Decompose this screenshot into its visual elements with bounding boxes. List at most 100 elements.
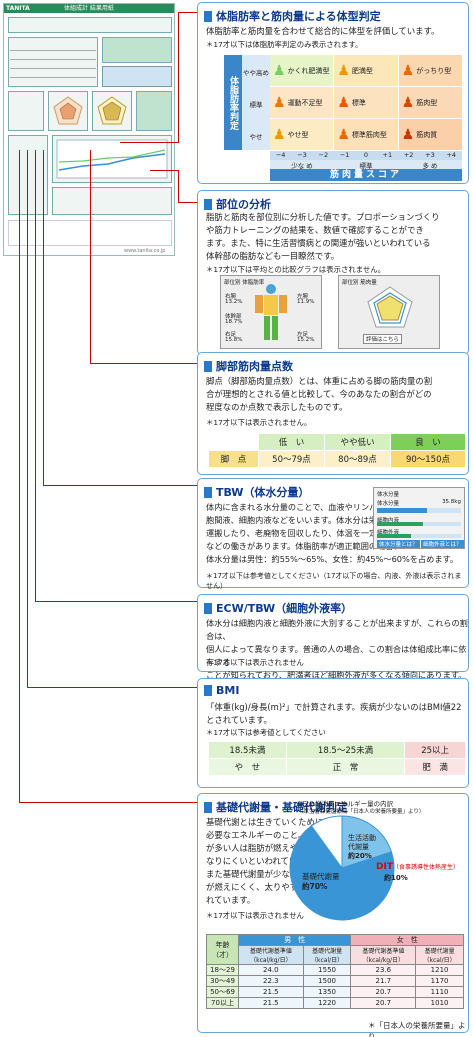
x-label-standard: 標準 <box>359 162 373 170</box>
text-line: 胞間液、細胞内液などをいいます。体水分は栄養分を <box>206 515 402 525</box>
section-heading: TBW（体水分量） <box>204 484 309 500</box>
result-sheet-thumbnail: TANITA 体組成計 結果用紙 www.tanita.co.jp <box>3 3 175 256</box>
table-cell: 25以上 <box>404 741 466 759</box>
section-ecw-tbw: ECW/TBW（細胞外液率） 体水分は細胞内液と細胞外液に大別することが出来ます… <box>197 594 469 680</box>
section-text: 「体重(kg)/身長(m)²」で計算されます。疾病が少ないのはBMI値22とされ… <box>206 702 462 725</box>
ecw-info-button[interactable]: 細胞外液とは？ <box>421 540 464 548</box>
right-arm-value: 13.2% <box>225 299 243 305</box>
scale-tick: +3 <box>425 151 435 159</box>
section-note: ＊17才以下は体脂肪率判定のみ表示されます。 <box>206 40 363 49</box>
figure-icon: ♟ <box>401 62 415 79</box>
scale-tick: 0 <box>363 151 369 159</box>
table-cell: 80〜89点 <box>323 450 391 468</box>
figure-icon: ♟ <box>337 126 350 143</box>
table-cell: 1500 <box>302 975 352 987</box>
table-header: 基礎代謝量（kcal/日） <box>302 945 352 965</box>
table-cell: 50〜79点 <box>258 450 325 468</box>
tbw-info-button[interactable]: 体水分量とは？ <box>377 540 420 548</box>
heading-marker-icon <box>204 602 212 614</box>
table-cell: 50〜69 <box>206 986 239 998</box>
sheet-rows <box>10 44 96 78</box>
text-line: 合が理想的とされる値と比較して、今のあなたの割合がどの <box>206 389 432 399</box>
text-line: 必要なエネルギーのこと。基礎代謝量 <box>206 830 349 840</box>
text-line: 体内に含まれる水分量のことで、血液やリンパ液、細 <box>206 502 402 512</box>
pie-label-activity: 生活活動代謝量約20% <box>348 834 380 861</box>
sheet-advice-box <box>52 187 172 215</box>
table-header: 基礎代謝基準値（kcal/kg/日） <box>350 945 417 965</box>
section-note: ＊17才以下は表示されません <box>206 658 304 667</box>
section-heading: ECW/TBW（細胞外液率） <box>204 600 352 616</box>
section-text: 脂肪と筋肉を部位別に分析した値です。プロポーションづくり や筋力トレーニングの結… <box>206 211 440 263</box>
connector-line <box>150 170 179 171</box>
connector-line <box>178 12 179 142</box>
connector-line <box>43 485 197 486</box>
pie-slice-dit <box>310 815 343 870</box>
section-bmi: BMI 「体重(kg)/身長(m)²」で計算されます。疾病が少ないのはBMI値2… <box>197 678 469 788</box>
section-note: ＊17才以下は表示されません <box>206 911 304 920</box>
connector-line <box>43 150 44 486</box>
left-leg-label: 左足 <box>297 332 309 338</box>
connector-line <box>178 202 197 203</box>
cell-label: 筋肉質 <box>416 130 438 139</box>
text-line: 体幹部の脂肪なども一目瞭然です。 <box>206 251 340 261</box>
connector-line <box>27 687 197 688</box>
figure-icon: ♟ <box>337 94 350 111</box>
table-cell: 30〜49 <box>206 975 239 987</box>
section-note: ＊17才以下は参考値としてください（17才以下の場合、内液、外液は表示されません… <box>206 572 462 590</box>
body-figure-icon <box>255 284 287 340</box>
section-title: 部位の分析 <box>216 198 271 211</box>
table-cell: 20.7 <box>350 986 417 998</box>
scale-tick: +4 <box>446 151 457 159</box>
section-text: 脚点（脚部筋肉量点数）とは、体重に占める脚の筋肉量の割 合が理想的とされる値と比… <box>206 375 432 414</box>
table-cell: 1220 <box>302 997 352 1009</box>
tbw-panel: 体水分量 体水分量 35.8kg 細胞内液 細胞外液 体水分量とは？ 細胞外液と… <box>373 487 465 549</box>
fat-segment-panel: 部位別 体脂肪率 右腕 13.2% 左腕 11.9% 体幹部 18.7% 右足 … <box>220 275 322 349</box>
text-line: が燃えにくく、太りやすいといわ <box>206 882 332 892</box>
score-x-labels: 少な め 標準 多 め <box>270 160 462 170</box>
section-note: ＊17才以下は参考値としてください <box>206 728 326 737</box>
sheet-type-matrix <box>102 37 172 63</box>
matrix-x-axis: 筋肉量スコア <box>270 169 462 181</box>
left-arm-label: 左腕 <box>297 294 309 300</box>
text-line: 体水分は細胞内液と細胞外液に大別することが出来ますが、これらの割合は、 <box>206 618 468 641</box>
figure-icon: ♟ <box>273 94 286 111</box>
left-leg-value: 15.2% <box>297 337 315 343</box>
table-header: 年齢（才） <box>206 934 239 965</box>
heading-marker-icon <box>204 801 212 813</box>
heading-marker-icon <box>204 685 212 696</box>
table-cell: 1350 <box>302 986 352 998</box>
text-line: が多い人は脂肪が燃えやすく肥満に <box>206 843 340 853</box>
scale-tick: −4 <box>275 151 286 159</box>
table-cell: 正 常 <box>285 758 406 776</box>
section-heading: BMI <box>204 684 239 697</box>
figure-icon: ♟ <box>337 62 350 79</box>
text-line: 程度なのか点数で表示したものです。 <box>206 402 348 412</box>
section-leg-score: 脚部筋肉量点数 脚点（脚部筋肉量点数）とは、体重に占める脚の筋肉量の割 合が理想… <box>197 352 469 475</box>
matrix-cell: ♟がっちり型 <box>398 55 462 86</box>
sheet-type-legend <box>102 66 172 87</box>
heading-marker-icon <box>204 10 212 22</box>
connector-line <box>90 150 91 364</box>
section-text: 体水分は細胞内液と細胞外液に大別することが出来ますが、これらの割合は、 個人によ… <box>206 617 468 682</box>
trunk-value: 18.7% <box>225 319 243 325</box>
basal-metabolism-table: 年齢（才） 男 性 女 性 基礎代謝基準値（kcal/kg/日） 基礎代謝量（k… <box>206 934 464 1009</box>
right-arm-label: 右腕 <box>225 294 237 300</box>
connector-line <box>19 150 20 803</box>
section-heading: 部位の分析 <box>204 196 271 212</box>
pie-label-basal: 基礎代謝量約70% <box>302 872 362 892</box>
panel-title: 部位別 筋肉量 <box>342 280 377 286</box>
section-note: ＊17才以下は表示されません。 <box>206 418 312 427</box>
table-cell: 21.5 <box>238 997 304 1009</box>
section-segment-analysis: 部位の分析 脂肪と筋肉を部位別に分析した値です。プロポーションづくり や筋力トレ… <box>197 190 469 355</box>
matrix-cell: ♟筋肉型 <box>398 87 462 118</box>
connector-line <box>178 170 179 203</box>
pie-label-dit: DIT（食事誘導性体熱産生）約10% <box>376 862 468 884</box>
table-header: やや低い <box>323 433 391 451</box>
slice-value: 約20% <box>348 852 372 860</box>
slice-label: DIT <box>376 862 393 872</box>
text-line: また基礎代謝量が少ない人は脂肪 <box>206 869 332 879</box>
text-line: 運搬したり、老廃物を回収したり、体温を一定に保つ <box>206 528 402 538</box>
